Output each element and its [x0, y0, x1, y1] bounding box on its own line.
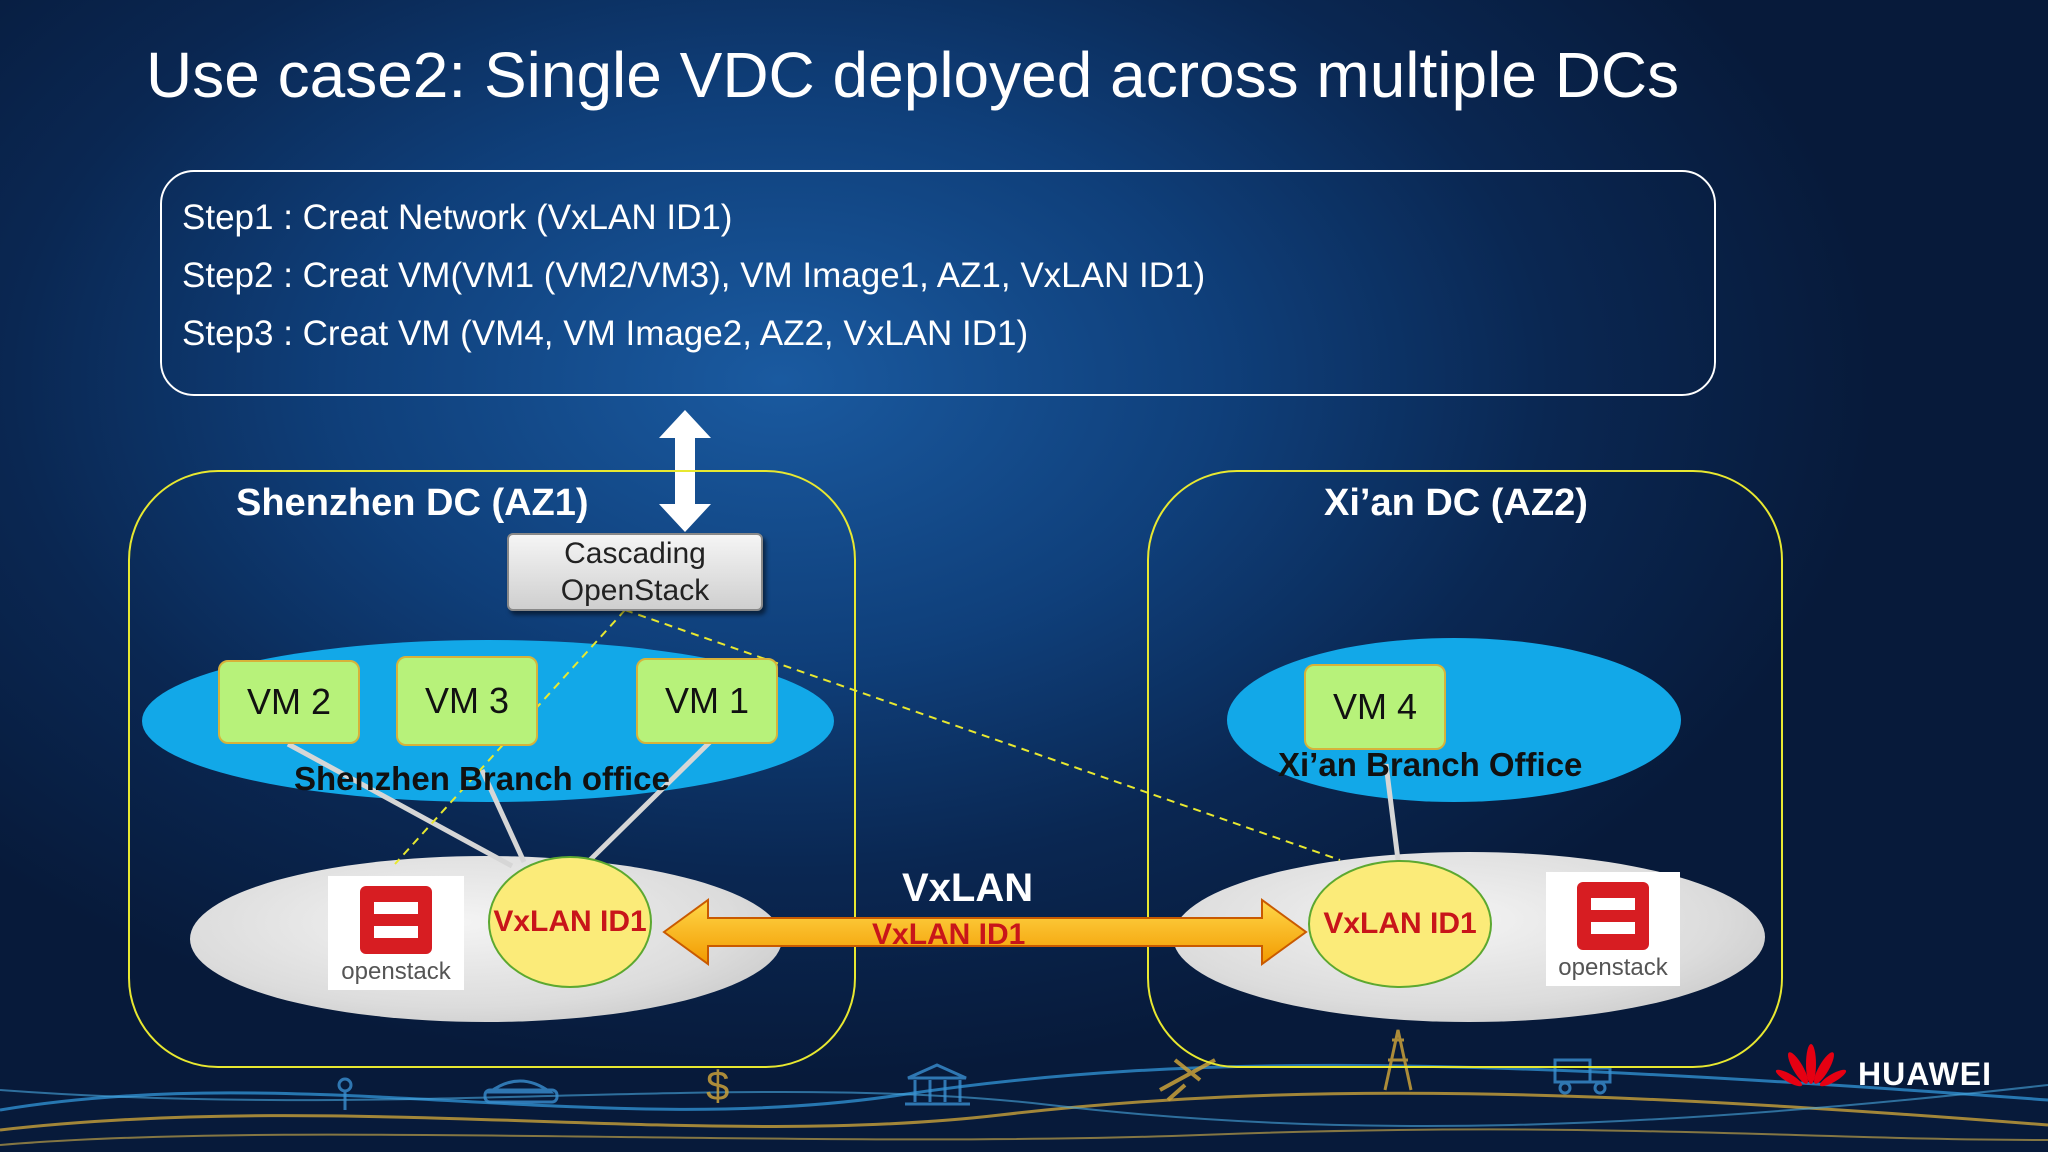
vxlan-link-label: VxLAN — [902, 866, 1034, 910]
shenzhen-vxlan-node[interactable]: VxLAN ID1 — [488, 856, 652, 988]
vm-3-box[interactable]: VM 3 — [396, 656, 538, 746]
xian-vxlan-node[interactable]: VxLAN ID1 — [1308, 860, 1492, 988]
cascading-line-1: Cascading — [564, 537, 706, 570]
vm-2-box[interactable]: VM 2 — [218, 660, 360, 744]
step-1-text: Step1 : Creat Network (VxLAN ID1) — [182, 198, 733, 237]
vxlan-arrow-label: VxLAN ID1 — [872, 918, 1026, 951]
shenzhen-branch-label: Shenzhen Branch office — [294, 760, 670, 797]
shenzhen-dc-box — [128, 470, 856, 1068]
person-icon — [337, 1077, 353, 1110]
shenzhen-dc-title: Shenzhen DC (AZ1) — [236, 482, 589, 524]
vm-1-box[interactable]: VM 1 — [636, 658, 778, 744]
xian-branch-ellipse — [1227, 638, 1681, 802]
openstack-label: openstack — [1558, 954, 1668, 981]
airplane-icon — [1159, 1058, 1216, 1102]
xian-dc-box — [1147, 470, 1783, 1068]
openstack-icon — [360, 886, 432, 954]
step-2-text: Step2 : Creat VM(VM1 (VM2/VM3), VM Image… — [182, 256, 1206, 295]
bank-icon — [905, 1063, 970, 1106]
car-icon — [483, 1079, 559, 1104]
xian-branch-label: Xi’an Branch Office — [1278, 746, 1583, 783]
truck-icon — [1553, 1058, 1612, 1095]
huawei-logo-icon — [1775, 1044, 1847, 1087]
cascading-line-2: OpenStack — [560, 574, 710, 607]
xian-dc-title: Xi’an DC (AZ2) — [1324, 482, 1588, 524]
dollar-icon: $ — [706, 1062, 729, 1109]
step-3-text: Step3 : Creat VM (VM4, VM Image2, AZ2, V… — [182, 314, 1029, 353]
steps-panel — [160, 170, 1716, 396]
page-title: Use case2: Single VDC deployed across mu… — [146, 39, 1680, 111]
openstack-icon — [1577, 882, 1649, 950]
cascading-openstack-box: Cascading OpenStack — [507, 533, 763, 611]
openstack-label: openstack — [341, 958, 451, 985]
huawei-brand-text: HUAWEI — [1858, 1056, 1992, 1092]
openstack-logo-xian: openstack — [1546, 872, 1680, 986]
tower-icon — [1383, 1029, 1413, 1091]
openstack-logo-shenzhen: openstack — [328, 876, 464, 990]
vxlan-link-arrow — [662, 898, 1308, 966]
vm-4-box[interactable]: VM 4 — [1304, 664, 1446, 750]
